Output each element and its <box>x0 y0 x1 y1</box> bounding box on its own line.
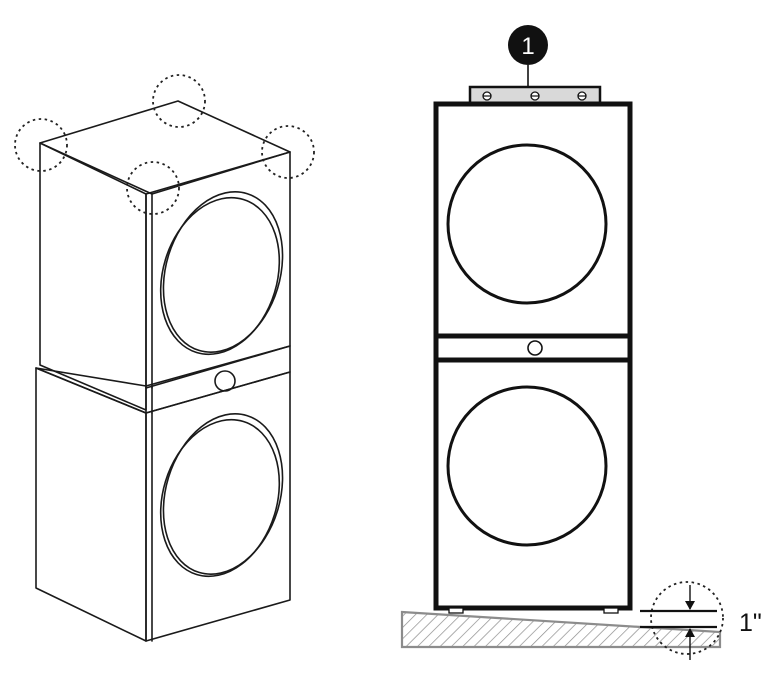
control-band-front <box>433 333 633 363</box>
leveling-foot-left <box>448 607 464 614</box>
screw-icon <box>577 91 587 101</box>
left-isometric-view <box>14 74 315 642</box>
stacking-bracket <box>468 85 602 106</box>
measurement-label: 1" <box>739 609 762 637</box>
lower-unit-front <box>433 357 633 611</box>
lower-unit-isometric <box>35 367 291 642</box>
leveling-point-top-front <box>126 161 180 215</box>
sloped-floor <box>400 610 722 649</box>
knob-icon <box>527 340 543 356</box>
leveling-point-top-right <box>261 125 315 179</box>
right-front-view: 1 <box>400 25 762 660</box>
screw-icon <box>530 91 540 101</box>
leveling-point-top-left <box>14 118 68 172</box>
leveling-foot-right <box>603 607 619 614</box>
screw-icon <box>482 91 492 101</box>
floor-slope-measurement: 1" <box>640 581 762 660</box>
upper-unit-front <box>433 101 633 339</box>
leveling-point-top-back <box>152 74 206 128</box>
callout-number: 1 <box>521 33 534 60</box>
